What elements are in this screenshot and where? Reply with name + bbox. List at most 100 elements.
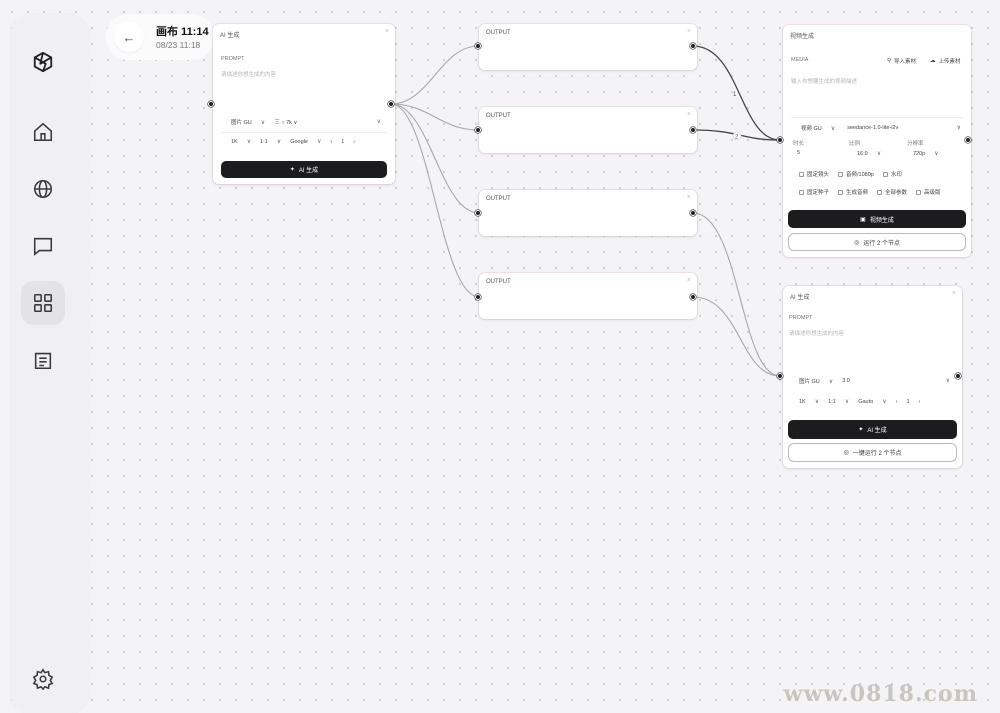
wire-prompt-output3 (390, 103, 480, 214)
close-icon[interactable]: × (686, 111, 691, 118)
output-port[interactable] (965, 137, 971, 143)
input-port[interactable] (475, 127, 481, 133)
button-label: AI 生成 (867, 428, 887, 434)
output-node-1[interactable]: OUTPUT × (479, 24, 697, 70)
wire-label-b: 2 (735, 135, 739, 141)
chevron-down-icon: ∨ (276, 139, 282, 145)
engine-value: Google (290, 138, 308, 145)
duration-value: 5 (797, 150, 801, 156)
input-port[interactable] (475, 43, 481, 49)
param-row[interactable]: 1K∨ 1:1∨ Gauto∨ ‹ 1 › (799, 398, 929, 406)
duration-select[interactable]: 5 (797, 150, 809, 156)
prompt-input[interactable]: 请描述你想生成的内容 (221, 72, 277, 78)
watermark-checkbox[interactable]: 水印 (882, 170, 902, 178)
input-port[interactable] (777, 137, 783, 143)
model-name-value: seedance-1.0-lite-i2v (847, 125, 899, 131)
resolution-select[interactable]: 720p∨ (913, 150, 948, 158)
output-port[interactable] (690, 43, 696, 49)
output-port[interactable] (690, 210, 696, 216)
duration-label: 时长 (793, 141, 805, 147)
output-node-4[interactable]: OUTPUT × (479, 273, 697, 319)
option-value: 3.0 (842, 378, 850, 384)
plus-icon[interactable]: › (353, 138, 356, 145)
minus-icon[interactable]: ‹ (330, 138, 333, 145)
run-nodes-button[interactable]: ◎运行 2 个节点 (788, 233, 966, 251)
minus-icon[interactable]: ‹ (895, 398, 898, 405)
video-generate-node[interactable]: 视频生成 MEDIA ⚲导入素材 ☁上传素材 输入你想要生成的视频描述 视频 G… (783, 25, 971, 257)
engine-value: Gauto (858, 398, 874, 405)
output-node-3[interactable]: OUTPUT × (479, 190, 697, 236)
input-port[interactable] (475, 210, 481, 216)
node-title: 视频生成 (790, 34, 815, 40)
sparkle-icon: ✦ (858, 427, 864, 433)
ratio-value: 16:9 (857, 150, 868, 157)
page-title: 画布 11:14 (156, 26, 209, 38)
video-generate-button[interactable]: ▣视频生成 (788, 210, 966, 228)
home-icon[interactable] (21, 110, 65, 154)
plus-icon[interactable]: › (918, 398, 921, 405)
fixed-camera-checkbox[interactable]: 固定镜头 (799, 170, 829, 178)
param-row[interactable]: 1K∨ 1:1∨ Google∨ ‹ 1 › (231, 138, 364, 146)
ai-generate-button[interactable]: ✦AI 生成 (221, 161, 387, 178)
input-port[interactable] (777, 373, 783, 379)
close-icon[interactable]: × (686, 277, 691, 284)
chevron-down-icon: ∨ (934, 151, 939, 157)
notes-icon[interactable] (21, 338, 65, 382)
ratio-value: 1:1 (260, 138, 268, 145)
output-node-2[interactable]: OUTPUT × (479, 107, 697, 153)
wire-prompt-output2 (390, 103, 480, 131)
ai-generate-node-2[interactable]: AI 生成 × PROMPT 请描述你想生成的内容 图片 GU∨ 3.0 ∨ 1… (783, 286, 962, 468)
back-arrow-icon[interactable]: ← (114, 22, 144, 52)
run-nodes-button[interactable]: ◎一键运行 2 个节点 (788, 443, 957, 462)
canvas-grid-icon[interactable] (21, 281, 65, 325)
close-icon[interactable]: × (384, 28, 389, 35)
model-value: 图片 GU (799, 379, 820, 385)
run-icon: ◎ (843, 450, 849, 456)
chevron-down-icon[interactable]: ∨ (945, 378, 950, 384)
close-icon[interactable]: × (686, 194, 691, 201)
logo-icon[interactable] (21, 40, 65, 84)
ai-generate-node[interactable]: AI 生成 × PROMPT 请描述你想生成的内容 图片 GU∨ 三 ○ 7k … (213, 24, 395, 184)
fixed-seed-checkbox[interactable]: 固定种子 (799, 188, 829, 196)
close-icon[interactable]: × (951, 290, 956, 297)
watermark: www.0818.com (783, 681, 978, 707)
button-label: 视频生成 (869, 217, 894, 224)
button-label: 运行 2 个节点 (863, 240, 900, 247)
output-port[interactable] (690, 127, 696, 133)
model-select[interactable]: 图片 GU∨ 三 ○ 7k ∨ (231, 118, 306, 127)
ratio-select[interactable]: 16:9∨ (857, 150, 890, 158)
video-prompt-input[interactable]: 输入你想要生成的视频描述 (791, 79, 858, 85)
chat-icon[interactable] (21, 224, 65, 268)
input-port[interactable] (208, 101, 214, 107)
wire-prompt-output4 (390, 103, 480, 298)
prompt-label: PROMPT (789, 315, 813, 321)
globe-icon[interactable] (21, 167, 65, 211)
options-row-1: 固定镜头 音频/1080p 水印 (799, 170, 911, 178)
node-title: OUTPUT (486, 196, 511, 202)
node-title: OUTPUT (486, 279, 511, 285)
pro-checkbox[interactable]: 高级版 (916, 188, 941, 196)
output-port[interactable] (690, 294, 696, 300)
prompt-input[interactable]: 请描述你想生成的内容 (789, 331, 845, 337)
settings-gear-icon[interactable] (21, 657, 65, 701)
ai-generate-button[interactable]: ✦AI 生成 (788, 420, 957, 439)
wire-label-a: 1 (733, 92, 737, 98)
audio-checkbox[interactable]: 音频/1080p (838, 170, 874, 178)
sidebar (10, 14, 90, 713)
wire-output1-video (692, 45, 781, 141)
all-params-checkbox[interactable]: 全部参数 (877, 188, 907, 196)
chevron-down-icon[interactable]: ∨ (376, 119, 381, 125)
output-port[interactable] (388, 101, 394, 107)
input-port[interactable] (475, 294, 481, 300)
generate-audio-checkbox[interactable]: 生成音频 (838, 188, 868, 196)
video-model-select[interactable]: 视频 GU∨ seedance-1.0-lite-i2v (801, 124, 907, 132)
divider (791, 117, 963, 118)
chevron-down-icon[interactable]: ∨ (956, 125, 961, 131)
close-icon[interactable]: × (686, 28, 691, 35)
upload-media-button[interactable]: ☁上传素材 (930, 57, 970, 65)
canvas-title-bar: ← 画布 11:14 08/23 11:18 (106, 14, 214, 60)
model-select[interactable]: 图片 GU∨ 3.0 (799, 377, 859, 385)
output-port[interactable] (955, 373, 961, 379)
node-title: OUTPUT (486, 113, 511, 119)
import-media-button[interactable]: ⚲导入素材 (887, 57, 925, 65)
